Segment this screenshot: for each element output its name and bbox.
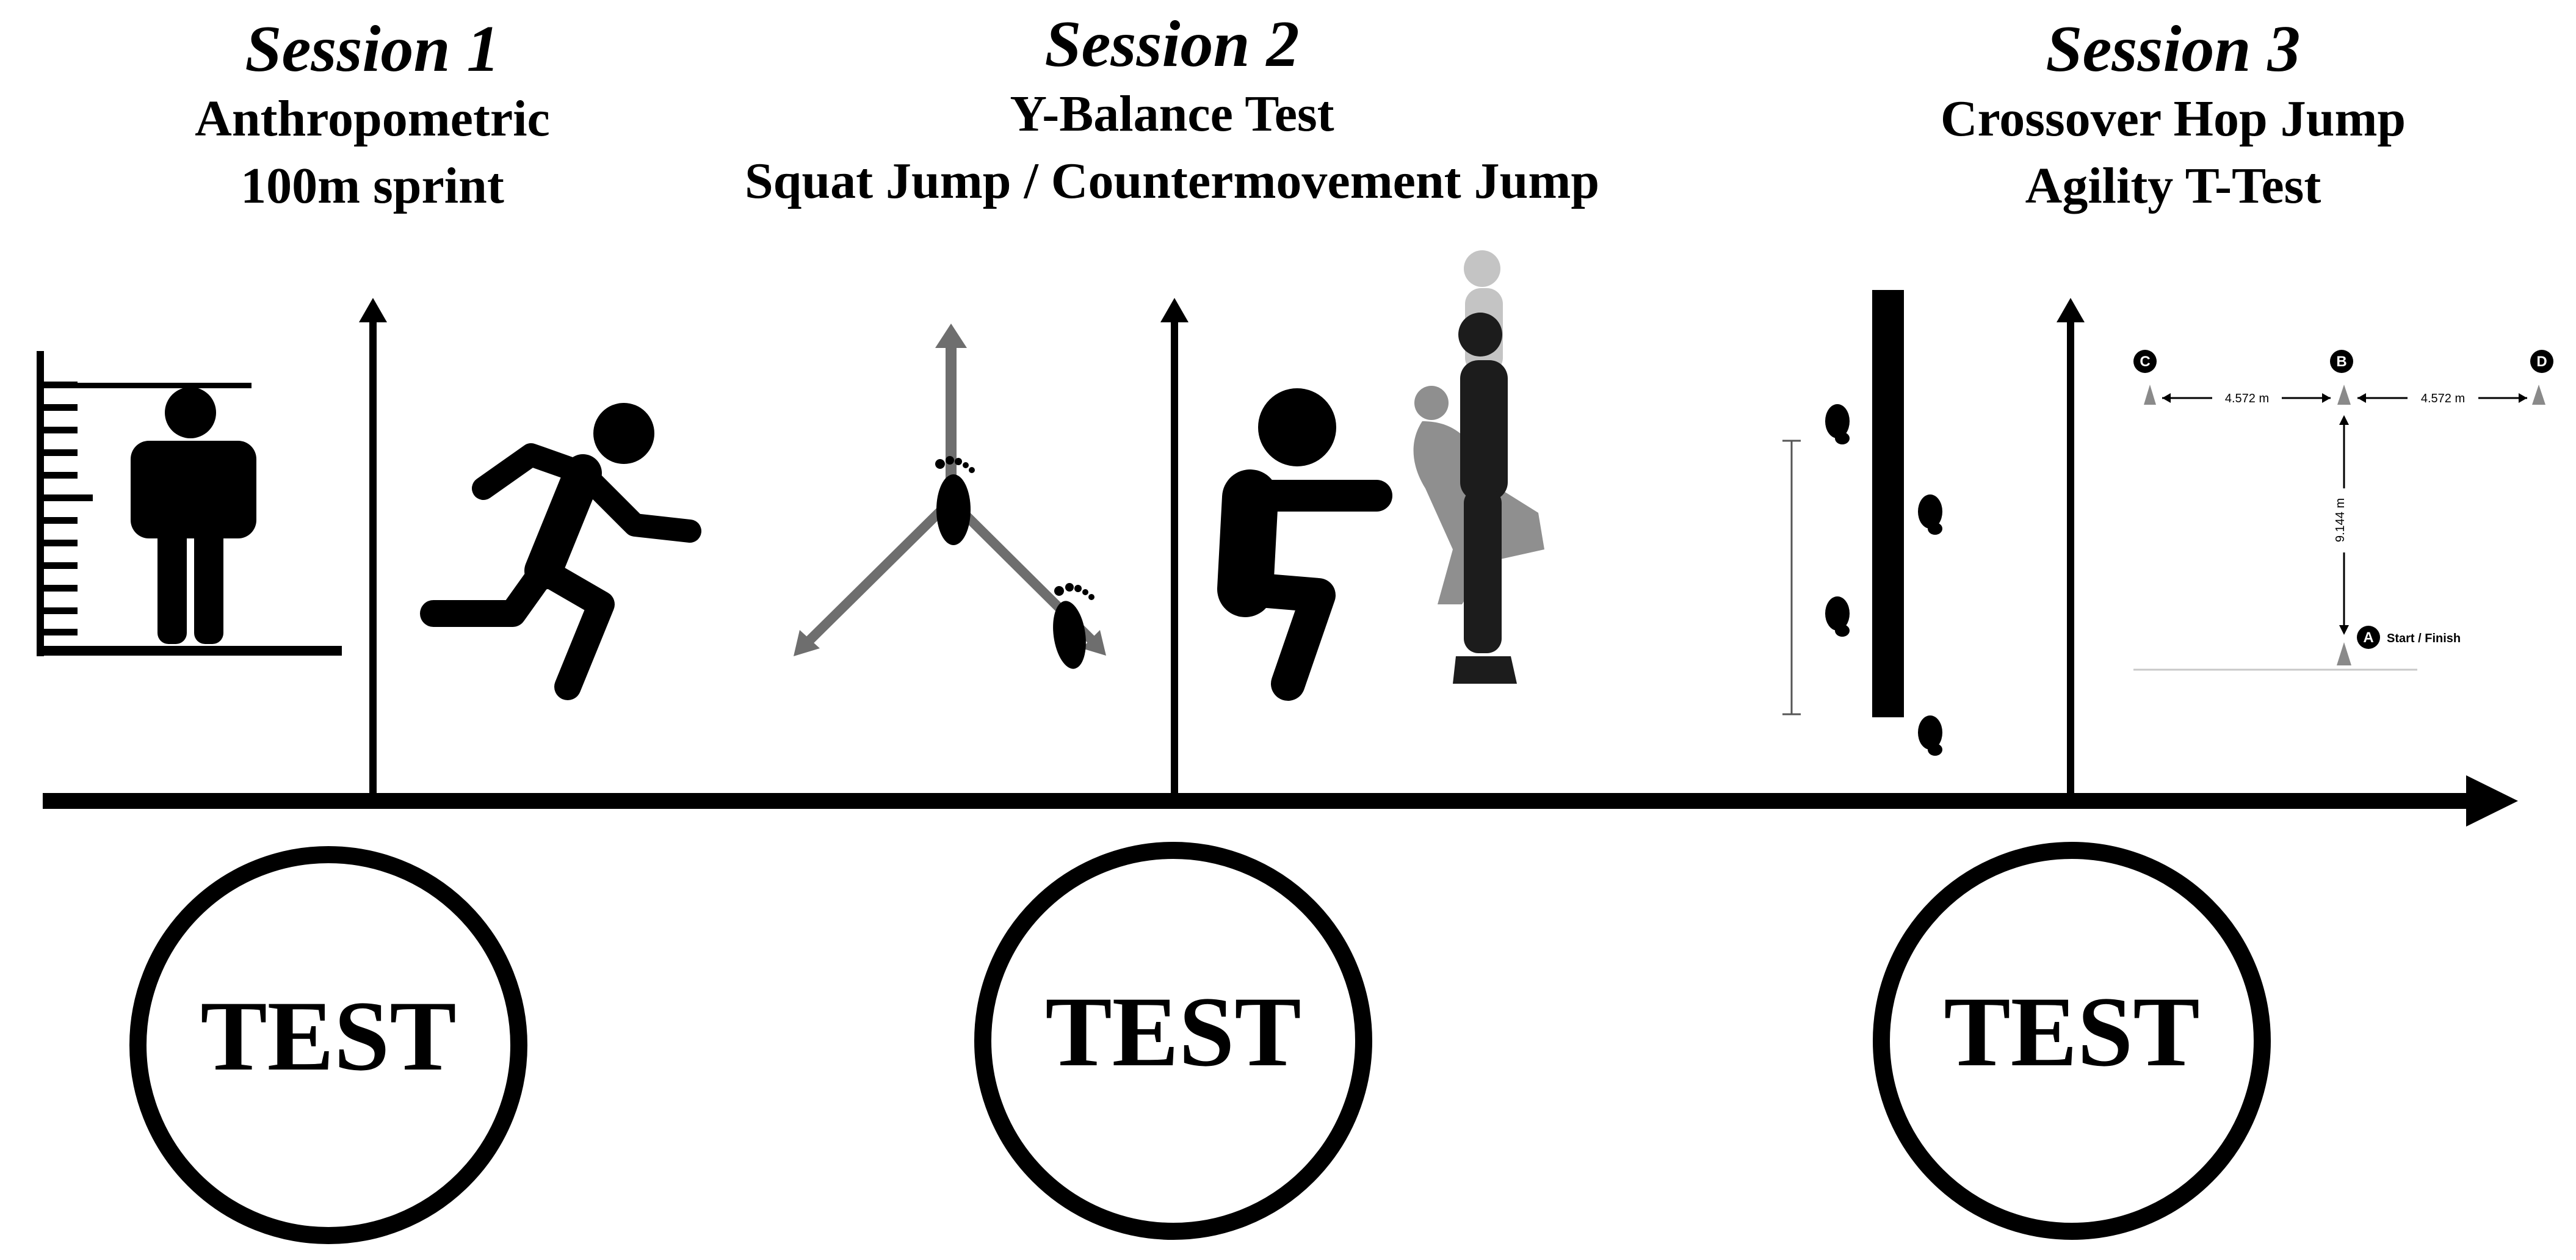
session-1-marker [359,298,387,800]
test-circle-3: TEST [1873,842,2271,1240]
distance-left-label: 4.572 m [2225,392,2269,405]
test-circle-1: TEST [129,846,527,1244]
cone-a-letter: A [2363,629,2373,646]
session-3-header: Session 3 Crossover Hop Jump Agility T-T… [1862,13,2484,220]
jump-silhouette-icon [1413,250,1544,684]
test-circle-1-label: TEST [200,981,456,1092]
start-finish-label: Start / Finish [2387,632,2461,645]
distance-vertical-label: 9.144 m [2334,498,2347,542]
sprinter-icon [420,403,701,700]
distance-right-label: 4.572 m [2421,392,2465,405]
cone-b-letter: B [2336,353,2346,370]
squat-figure-icon [1217,388,1392,701]
cone-a-icon [2337,642,2351,665]
session-3-test-1: Crossover Hop Jump [1940,90,2406,147]
session-1-test-1: Anthropometric [195,90,550,147]
cone-b-icon [2337,385,2351,405]
cone-d-icon [2532,385,2545,405]
agility-t-test-icon: C B D A 4.572 m 4.572 m 9.144 m Start / … [2133,350,2553,671]
crossover-hop-icon [1782,290,1942,756]
height-measure-icon [37,351,342,656]
timeline-arrow [43,775,2518,827]
test-circle-2-label: TEST [1045,977,1301,1087]
y-balance-footprints-icon [794,324,1106,669]
session-1-title: Session 1 [245,13,500,85]
session-2-marker [1160,298,1189,800]
test-circle-2: TEST [974,842,1372,1240]
cone-c-icon [2144,385,2156,405]
session-1-header: Session 1 Anthropometric 100m sprint [122,13,623,220]
session-2-header: Session 2 Y-Balance Test Squat Jump / Co… [647,9,1697,215]
session-2-title: Session 2 [1044,8,1300,81]
session-3-title: Session 3 [2046,13,2301,85]
session-3-marker [2057,298,2085,800]
cone-c-letter: C [2140,353,2150,370]
test-circle-3-label: TEST [1944,977,2199,1087]
session-1-test-2: 100m sprint [241,158,504,214]
session-2-test-1: Y-Balance Test [1010,85,1334,142]
session-2-test-2: Squat Jump / Countermovement Jump [744,153,1600,209]
session-3-test-2: Agility T-Test [2025,158,2321,214]
cone-d-letter: D [2536,353,2547,370]
